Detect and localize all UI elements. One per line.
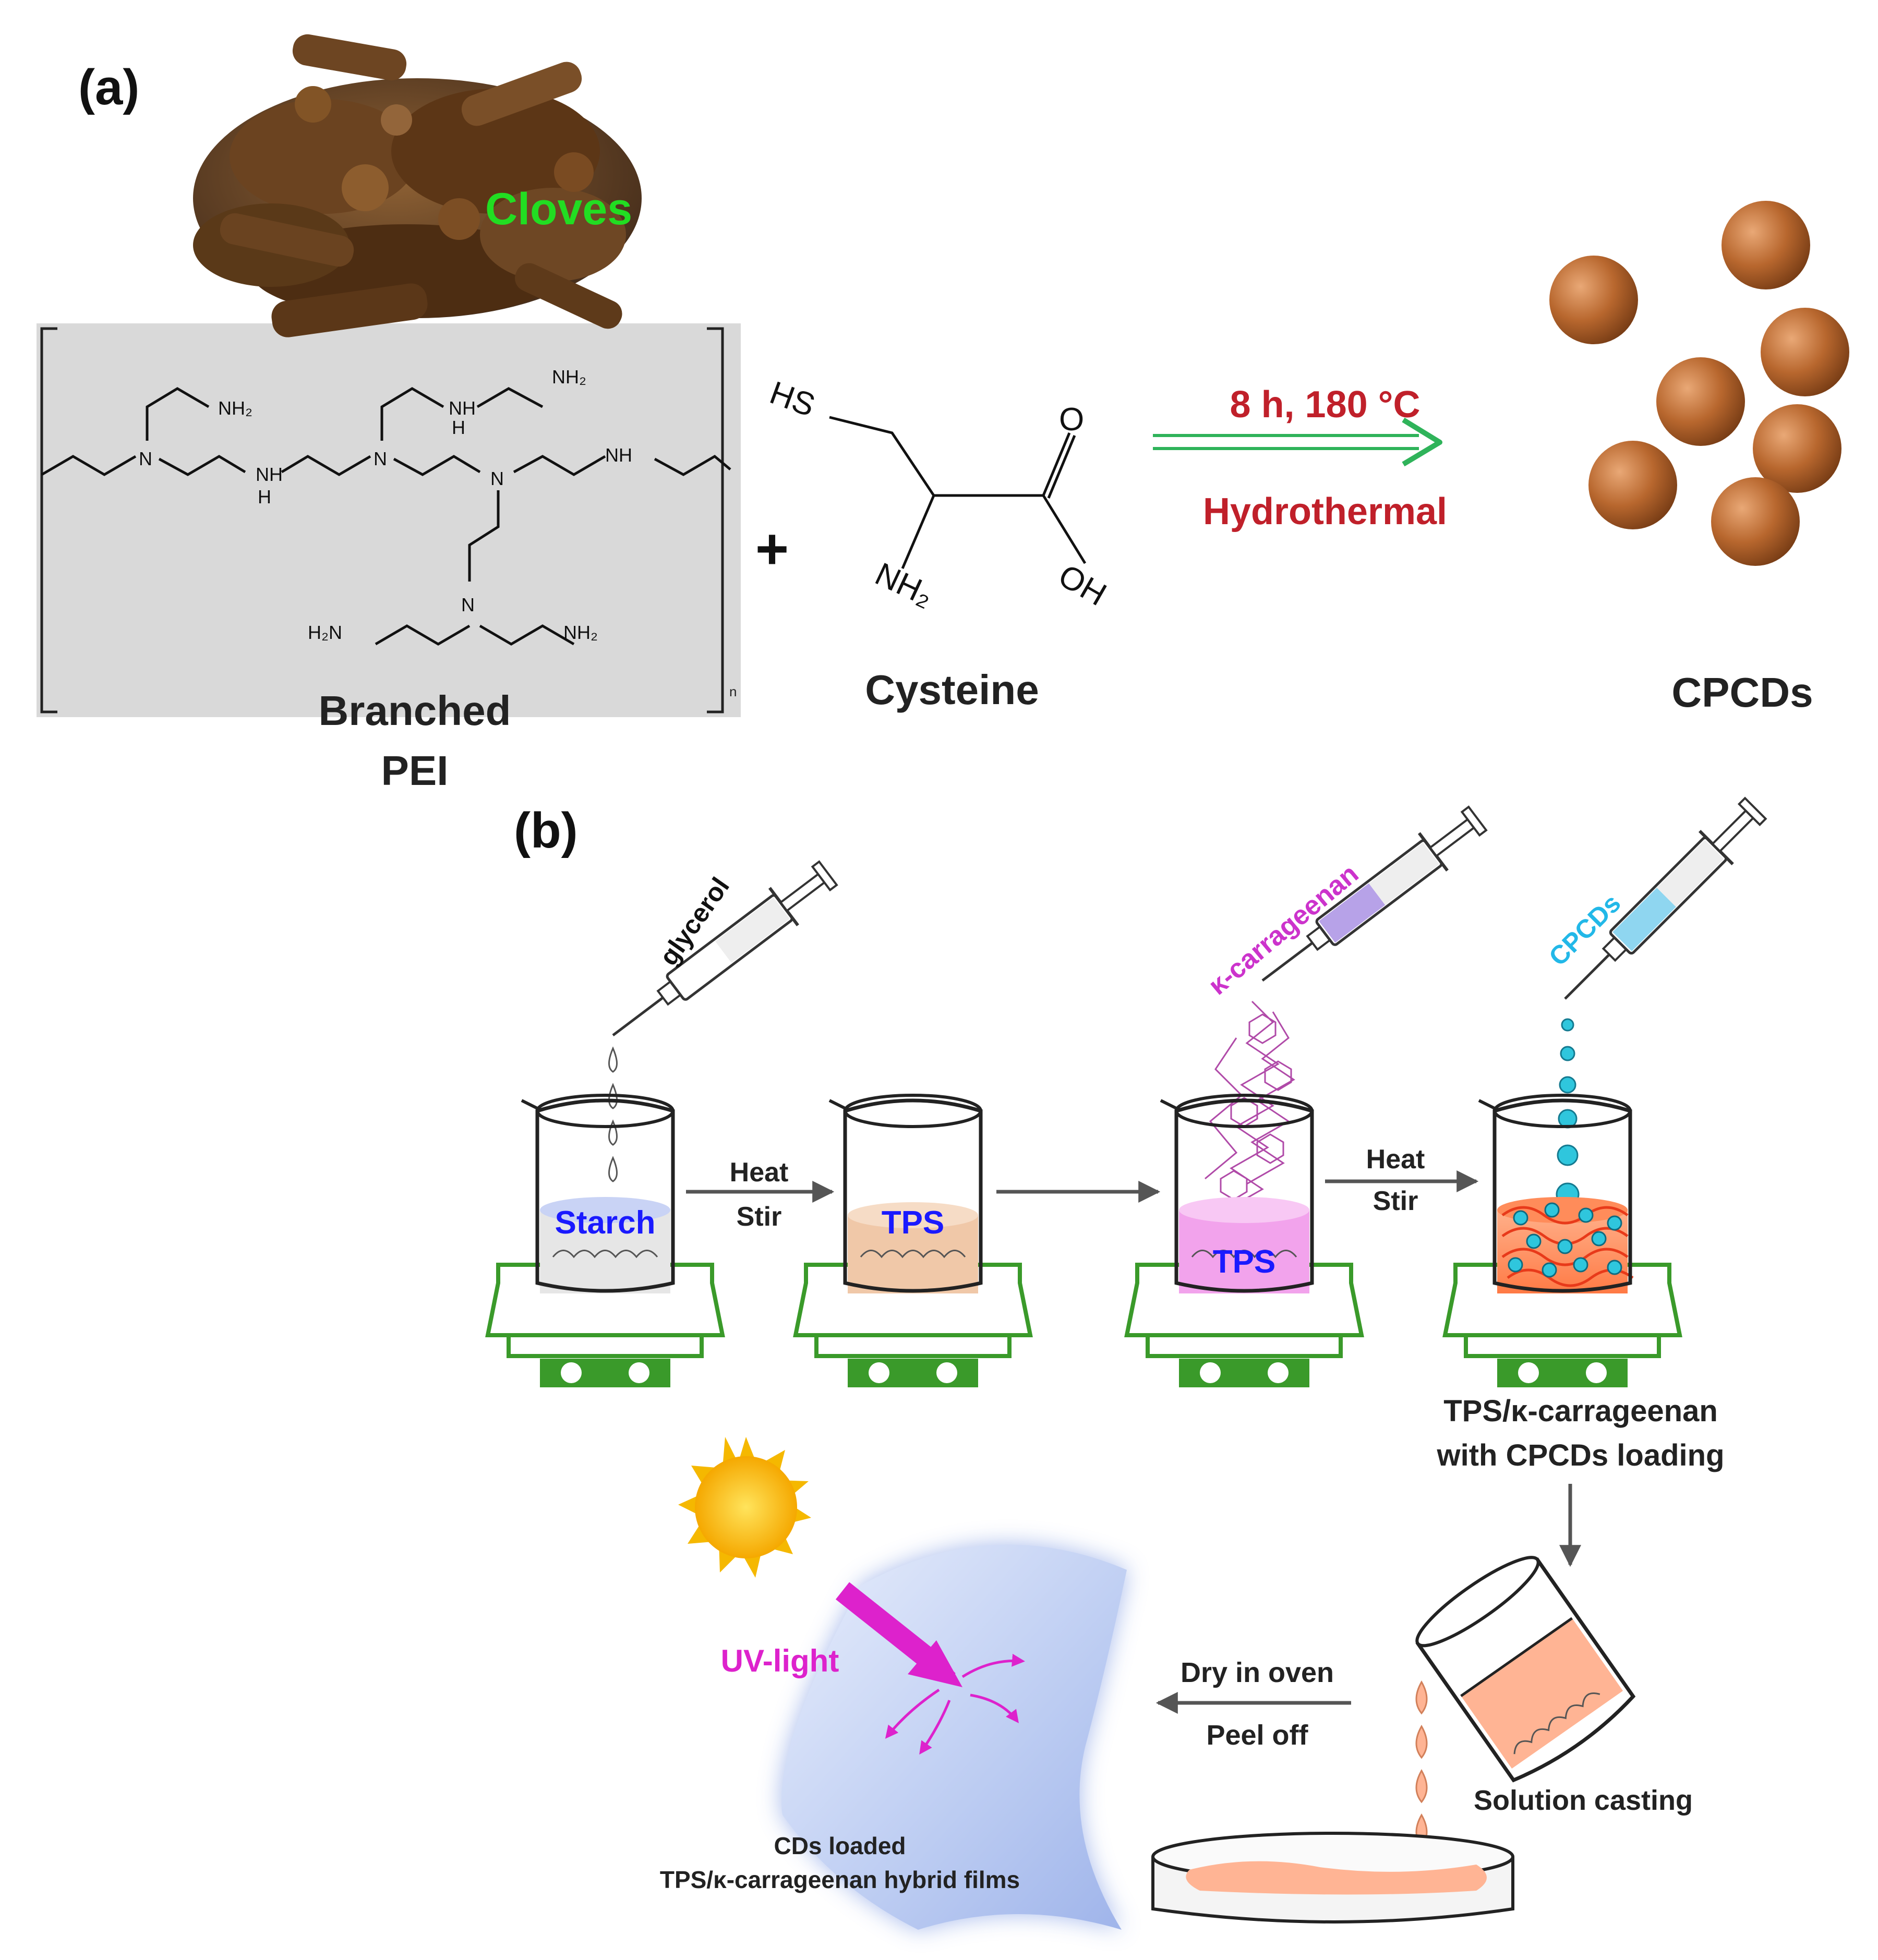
stir-label-2: Stir xyxy=(1373,1186,1418,1216)
pei-right-bracket xyxy=(707,327,724,713)
beaker-starch xyxy=(521,1094,675,1293)
svg-text:H: H xyxy=(258,486,271,507)
beaker-tps-1 xyxy=(828,1094,983,1293)
uv-label: UV-light xyxy=(721,1643,839,1678)
plus-sign: + xyxy=(755,517,789,581)
svg-text:NH₂: NH₂ xyxy=(563,622,598,643)
svg-text:NH₂: NH₂ xyxy=(870,556,938,614)
panel-a-label: (a) xyxy=(78,59,139,115)
emission-arrows xyxy=(885,1646,1025,1755)
pouring-drops xyxy=(1415,1680,1428,1848)
svg-text:H₂N: H₂N xyxy=(308,622,342,643)
svg-text:HS: HS xyxy=(765,374,820,424)
syringe-carrageenan xyxy=(1261,805,1488,982)
cpcd-dot xyxy=(1761,308,1849,396)
syringe-cpcds xyxy=(1564,796,1767,1000)
reaction-conditions: 8 h, 180 °C xyxy=(1230,384,1420,426)
heat-label-1: Heat xyxy=(730,1157,789,1188)
cysteine-label: Cysteine xyxy=(865,667,1039,713)
panel-b: (b) glycerol κ-ca xyxy=(485,796,1767,1930)
loading-label-line2: with CPCDs loading xyxy=(1437,1438,1725,1472)
film-label-line1: CDs loaded xyxy=(774,1832,906,1859)
svg-text:N: N xyxy=(374,448,387,469)
hybrid-film xyxy=(781,1544,1127,1930)
sun-icon xyxy=(678,1437,811,1578)
film-label-line2: TPS/κ-carrageenan hybrid films xyxy=(660,1866,1020,1893)
peel-label: Peel off xyxy=(1206,1720,1308,1751)
svg-text:O: O xyxy=(1059,402,1084,438)
pei-label-line1: Branched xyxy=(319,687,511,734)
stir-label-1: Stir xyxy=(737,1202,782,1232)
beaker-starch-label: Starch xyxy=(555,1205,656,1241)
loading-label-line1: TPS/κ-carrageenan xyxy=(1443,1394,1718,1428)
cloves-image xyxy=(193,34,642,337)
svg-text:NH₂: NH₂ xyxy=(552,366,586,388)
pei-label-line2: PEI xyxy=(381,747,449,794)
pei-left-bracket xyxy=(40,327,57,713)
cpcd-dot xyxy=(1656,357,1745,446)
syringe-glycerol xyxy=(612,860,838,1036)
beaker-loaded xyxy=(1478,1094,1634,1293)
cpcd-dot xyxy=(1711,477,1800,566)
beaker-tps2-label: TPS xyxy=(1213,1244,1276,1280)
petri-dish xyxy=(1151,1832,1514,1923)
glycerol-drops xyxy=(608,1046,618,1182)
pei-repeat-subscript: n xyxy=(729,684,737,699)
cysteine-atom-labels: HS O OH NH₂ xyxy=(765,374,1113,613)
panel-a: (a) n Cloves xyxy=(37,34,1849,794)
svg-text:N: N xyxy=(490,468,504,489)
cpcd-drops xyxy=(1556,1018,1580,1206)
pei-background xyxy=(37,323,741,717)
cpcd-dot xyxy=(1721,201,1810,289)
cpcd-dot xyxy=(1753,404,1841,493)
reaction-method: Hydrothermal xyxy=(1203,491,1447,533)
reaction-arrow xyxy=(1153,417,1442,467)
dry-label: Dry in oven xyxy=(1181,1657,1334,1688)
svg-text:OH: OH xyxy=(1052,558,1112,613)
cpcds-label: CPCDs xyxy=(1671,669,1813,716)
svg-text:NH: NH xyxy=(449,397,476,419)
beaker-tps1-label: TPS xyxy=(882,1205,945,1241)
heat-label-2: Heat xyxy=(1366,1144,1425,1175)
cysteine-structure xyxy=(829,416,1087,569)
pouring-beaker xyxy=(1415,1556,1636,1783)
beaker-tps-2 xyxy=(1160,1094,1314,1293)
svg-text:H: H xyxy=(452,417,465,438)
svg-text:NH₂: NH₂ xyxy=(218,397,252,419)
panel-b-label: (b) xyxy=(514,803,578,858)
casting-label: Solution casting xyxy=(1474,1785,1693,1816)
svg-text:NH: NH xyxy=(256,464,283,485)
uv-arrow xyxy=(835,1582,962,1687)
svg-text:N: N xyxy=(139,448,152,469)
cpcd-dots xyxy=(1549,201,1849,566)
cloves-label: Cloves xyxy=(485,184,632,234)
svg-text:NH: NH xyxy=(605,444,632,466)
pei-atom-labels: N N N N NH H NH NH₂ NH H NH₂ H₂N NH₂ xyxy=(139,366,632,643)
cpcd-dot xyxy=(1588,441,1677,529)
cpcd-dot xyxy=(1549,256,1638,344)
pei-structure xyxy=(41,387,731,646)
svg-text:N: N xyxy=(461,594,475,615)
carrageenan-chain xyxy=(1205,1000,1295,1211)
